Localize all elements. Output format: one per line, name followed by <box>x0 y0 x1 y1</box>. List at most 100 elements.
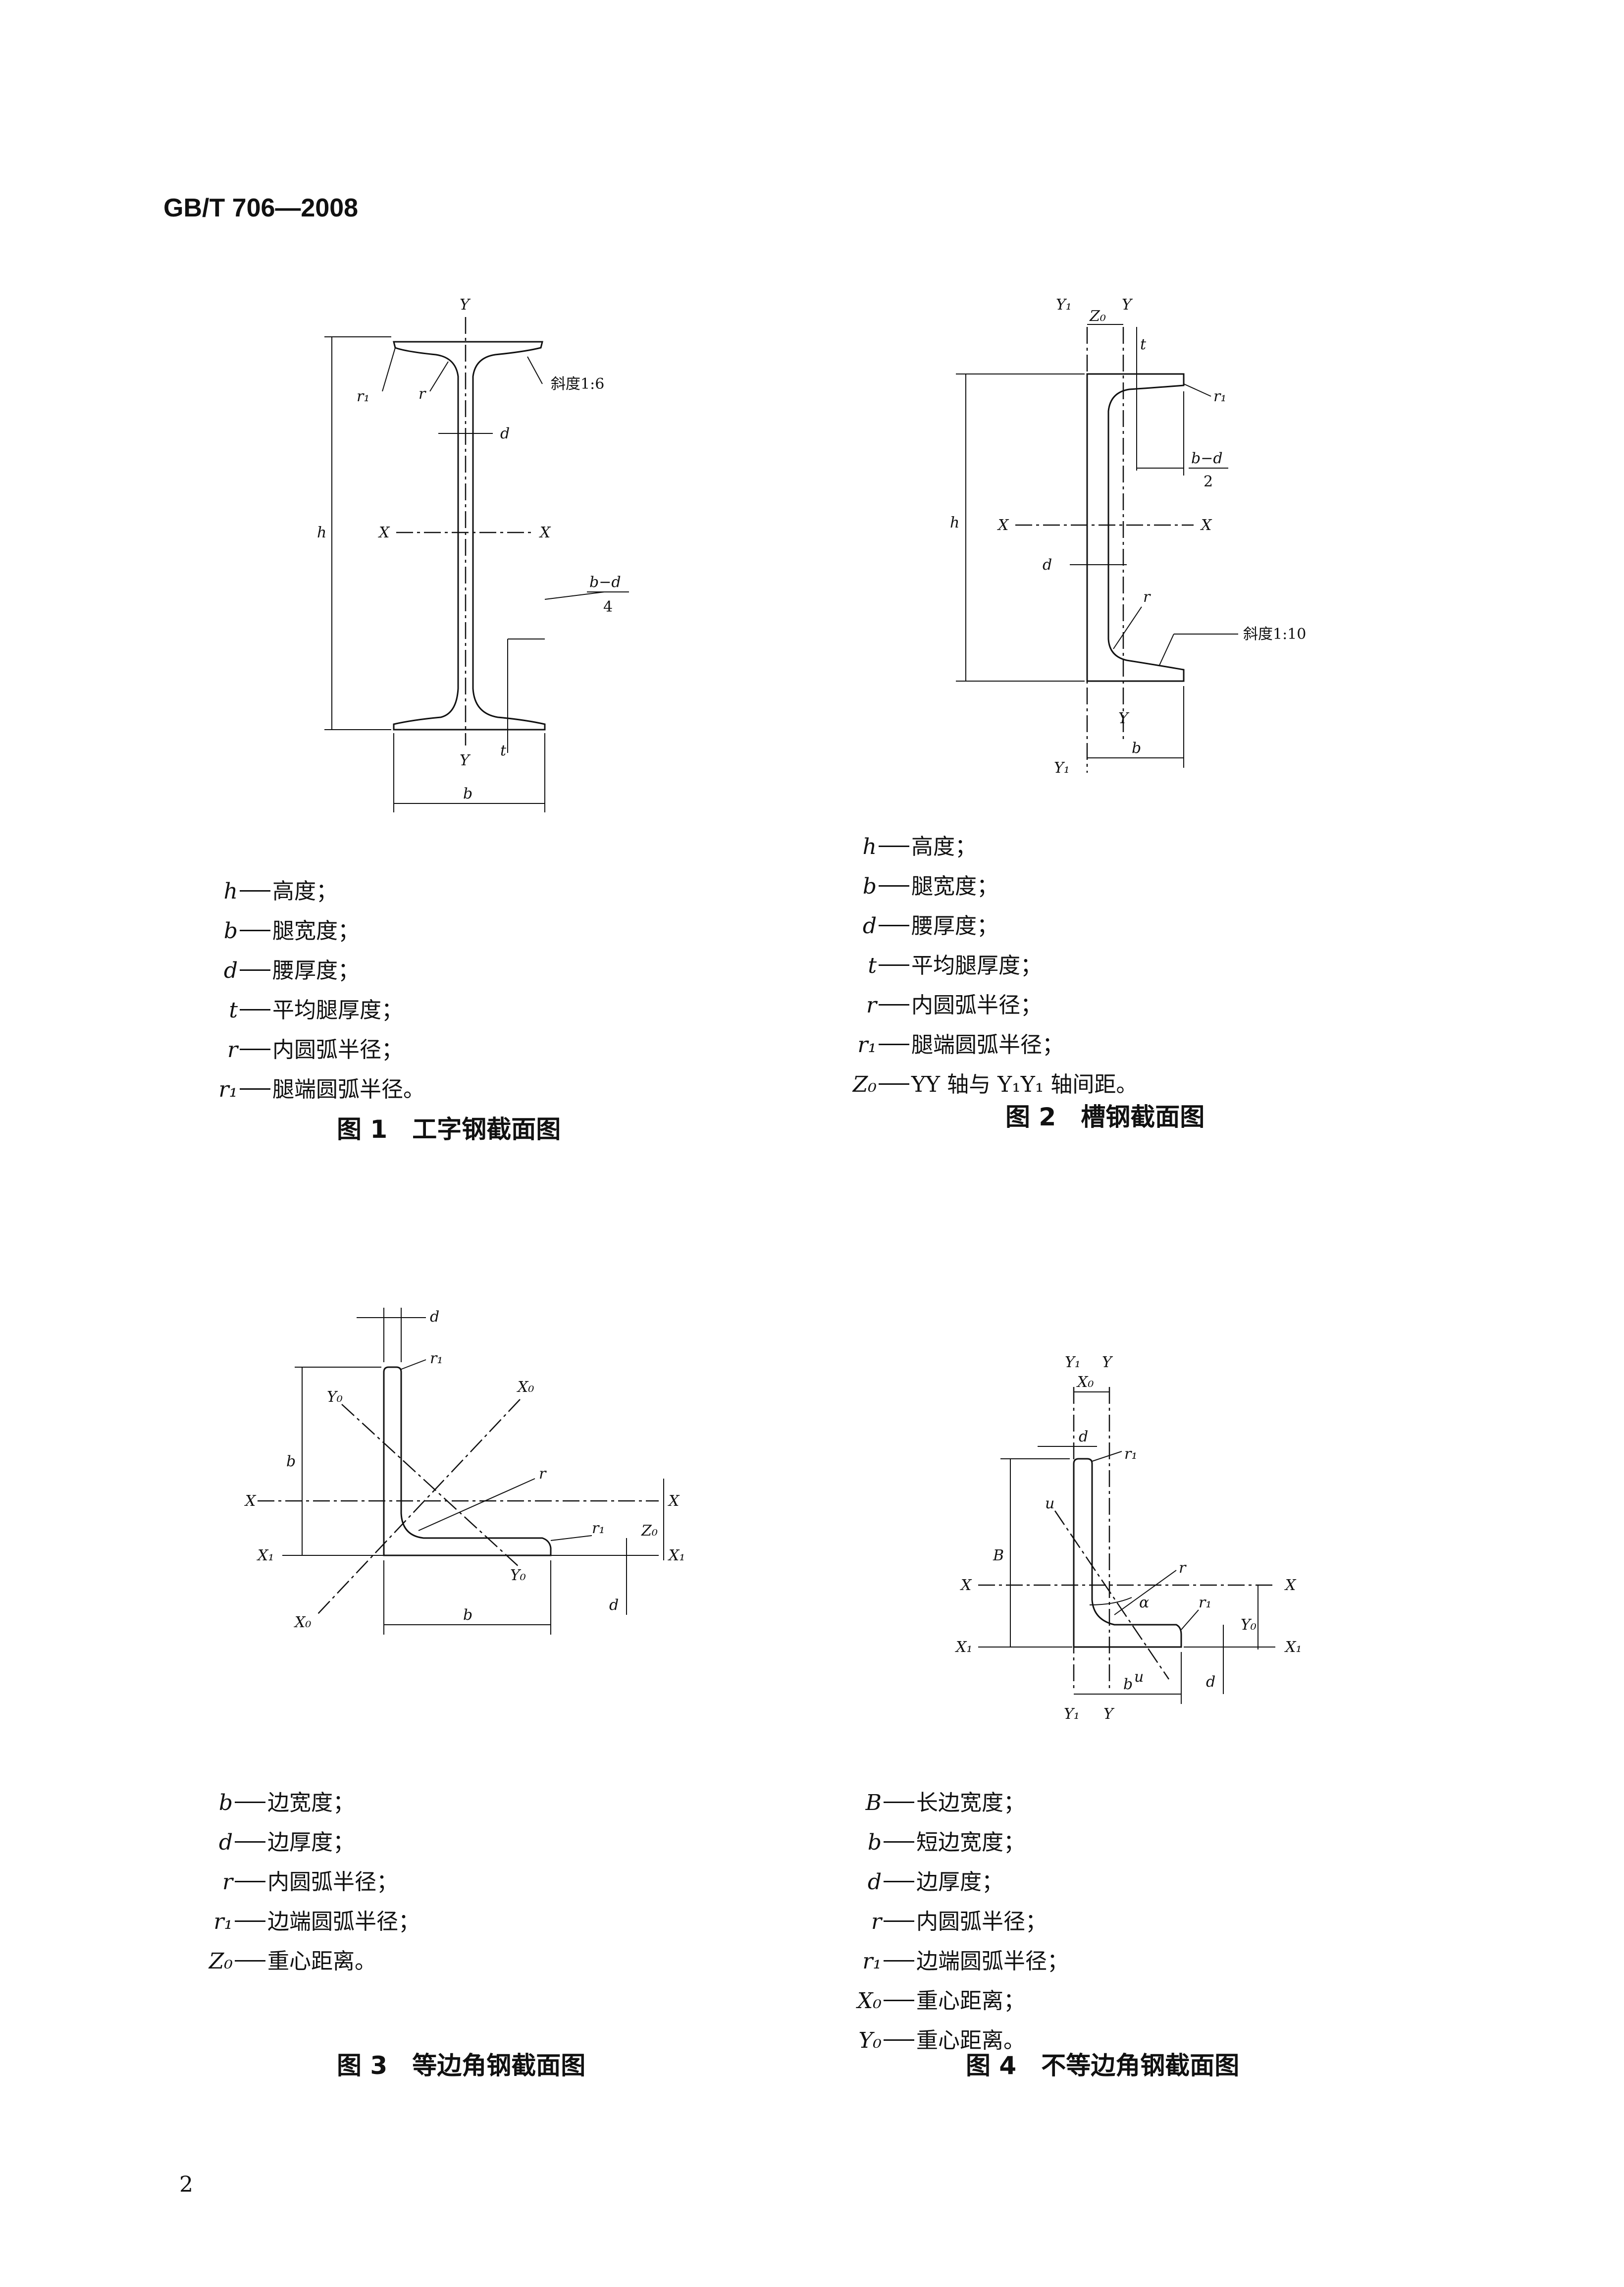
fig3-r1-right: r₁ <box>592 1520 605 1537</box>
fig3-z0-label: Z₀ <box>641 1522 658 1540</box>
fig4-y-bottom: Y <box>1103 1705 1115 1723</box>
fig1-b-label: b <box>463 785 472 802</box>
fig4-d-right: d <box>1206 1673 1215 1691</box>
fig4-x-right: X <box>1284 1577 1297 1594</box>
fig3-x0-top: X₀ <box>517 1379 534 1396</box>
fig1-h-label: h <box>317 524 326 541</box>
fig2-frac-den: 2 <box>1204 473 1213 490</box>
fig2-x-right: X <box>1200 517 1212 534</box>
page-number: 2 <box>179 2172 193 2197</box>
fig1-y-top: Y <box>460 296 471 314</box>
fig3-x1-left: X₁ <box>257 1547 274 1564</box>
fig3-y0-top: Y₀ <box>327 1388 343 1406</box>
fig3-b-horizontal: b <box>463 1606 472 1624</box>
fig2-frac-num: b−d <box>1191 450 1223 467</box>
standard-code: GB/T 706—2008 <box>163 194 359 222</box>
figure-2-channel-drawing: Y₁ Z₀ Y X X h b Y₁ Y d t b−d 2 r₁ r 斜度1:… <box>950 296 1306 777</box>
fig3-x1-right: X₁ <box>668 1547 685 1564</box>
fig1-frac-den: 4 <box>603 598 613 616</box>
fig4-u-bottom: u <box>1134 1668 1144 1686</box>
figure-3-equal-angle-drawing: d X X X₁ X₁ X₀ X₀ Y₀ Y₀ b b r₁ r r₁ Z₀ d <box>244 1308 685 1635</box>
figure-4-unequal-angle-drawing: Y₁ Y X₀ d X X X₁ X₁ B b Y₁ Y u u r₁ r α … <box>955 1354 1302 1723</box>
fig1-y-bottom: Y <box>460 752 471 769</box>
fig4-y-top: Y <box>1102 1354 1113 1371</box>
fig2-t-label: t <box>1140 336 1147 353</box>
figure-1-caption: 图 1 工字钢截面图 <box>337 1115 561 1144</box>
fig1-r1-label: r₁ <box>357 388 369 405</box>
fig1-d-label: d <box>500 425 510 442</box>
fig2-slope-label: 斜度1:10 <box>1243 626 1306 643</box>
fig2-b-label: b <box>1132 740 1141 757</box>
fig2-r-label: r <box>1143 588 1151 606</box>
fig4-B-label: B <box>993 1547 1004 1564</box>
fig2-d-label: d <box>1043 556 1052 574</box>
fig1-t-label: t <box>500 742 507 759</box>
figure-2-caption: 图 2 槽钢截面图 <box>1005 1103 1205 1131</box>
fig4-y0-label: Y₀ <box>1241 1616 1257 1634</box>
fig1-ibeam-outline <box>393 341 546 731</box>
fig3-r1-top: r₁ <box>430 1350 443 1367</box>
fig3-x0-bottom: X₀ <box>294 1614 311 1631</box>
fig4-x1-left: X₁ <box>955 1639 972 1656</box>
fig1-x-left: X <box>378 524 390 541</box>
fig4-u-top: u <box>1045 1495 1054 1512</box>
fig3-angle-outline <box>383 1366 552 1556</box>
fig4-alpha-label: α <box>1139 1594 1149 1611</box>
fig2-y-top: Y <box>1122 296 1133 314</box>
fig1-frac-num: b−d <box>589 574 621 591</box>
figure-4-caption: 图 4 不等边角钢截面图 <box>966 2051 1240 2080</box>
fig2-y-bottom: Y <box>1118 710 1130 727</box>
fig3-r-label: r <box>539 1465 547 1483</box>
fig4-r1-right: r₁ <box>1199 1594 1211 1611</box>
fig3-d-top: d <box>430 1308 439 1326</box>
fig3-x-left: X <box>244 1492 257 1510</box>
fig3-b-vertical: b <box>286 1453 296 1470</box>
fig3-y0-bottom: Y₀ <box>510 1567 526 1584</box>
fig4-x1-right: X₁ <box>1284 1639 1302 1656</box>
fig4-x0-top: X₀ <box>1076 1374 1094 1391</box>
fig4-y1-top: Y₁ <box>1065 1354 1081 1371</box>
figure-3-caption: 图 3 等边角钢截面图 <box>337 2051 586 2080</box>
fig1-r-label: r <box>419 385 426 403</box>
fig2-channel-outline <box>1086 373 1185 682</box>
fig4-angle-outline <box>1073 1458 1182 1648</box>
fig2-y1-top: Y₁ <box>1056 296 1072 314</box>
fig2-x-left: X <box>997 517 1009 534</box>
fig2-r1-label: r₁ <box>1213 388 1226 405</box>
fig4-x-left: X <box>960 1577 972 1594</box>
figure-1-ibeam-drawing: Y Y X X h b d r₁ r 斜度1:6 t b−d 4 <box>317 296 629 812</box>
fig3-d-right: d <box>609 1596 619 1614</box>
fig4-b-label: b <box>1123 1676 1133 1693</box>
fig2-z0-top: Z₀ <box>1089 308 1106 325</box>
fig3-x-right: X <box>668 1492 680 1510</box>
fig4-r-label: r <box>1179 1559 1187 1577</box>
fig1-x-right: X <box>539 524 551 541</box>
